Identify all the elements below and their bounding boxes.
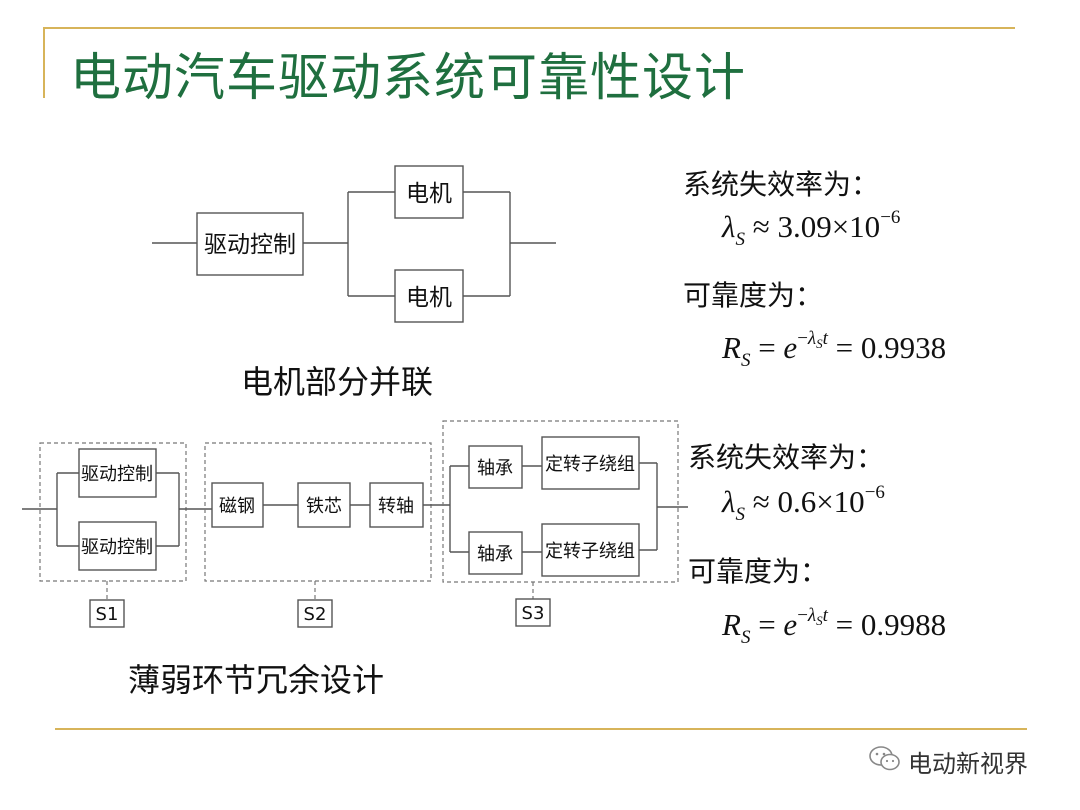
- bearing-2-label: 轴承: [477, 544, 513, 565]
- s3-tag: [515, 598, 551, 627]
- drive-control-box-2: [78, 521, 157, 571]
- iron-core-box: [297, 482, 351, 528]
- shaft-label: 转轴: [378, 496, 414, 517]
- diagram2-caption: 薄弱环节冗余设计: [128, 661, 385, 699]
- parallel-motor-diagram: 驱动控制 电机 电机: [152, 165, 556, 323]
- panel1-failure-rate-formula: λS ≈ 3.09×10−6: [722, 207, 901, 250]
- bearing-box-2: [468, 531, 523, 575]
- s3-label: S3: [522, 603, 545, 624]
- panel2-failure-rate-exp: −6: [864, 482, 885, 503]
- winding-1-label: 定转子绕组: [545, 454, 635, 475]
- panel1-reliability-formula: RS = e−λSt = 0.9938: [722, 328, 947, 371]
- diagram1-caption: 电机部分并联: [241, 363, 434, 401]
- magnet-steel-label: 磁钢: [219, 496, 255, 517]
- s2-dashed-group: [204, 442, 432, 582]
- magnet-steel-box: [211, 482, 264, 528]
- motor-box-bottom: [394, 269, 464, 323]
- s1-label: S1: [96, 604, 119, 625]
- s2-tag: [297, 599, 333, 628]
- iron-core-label: 铁芯: [306, 496, 342, 517]
- panel1-failure-rate-value: 3.09×10: [777, 209, 881, 244]
- bottom-divider: [55, 728, 1027, 730]
- panel1-reliability-label: 可靠度为：: [683, 279, 824, 312]
- s2-label: S2: [304, 604, 327, 625]
- wechat-icon: [868, 745, 902, 779]
- panel2-failure-rate-label: 系统失效率为：: [688, 441, 885, 474]
- winding-2-label: 定转子绕组: [545, 541, 635, 562]
- panel1-failure-rate-label: 系统失效率为：: [683, 168, 880, 201]
- panel1-failure-rate-exp: −6: [880, 207, 901, 228]
- drive-control-label: 驱动控制: [204, 232, 296, 258]
- motor-top-label: 电机: [406, 181, 452, 207]
- panel2-failure-rate-formula: λS ≈ 0.6×10−6: [722, 482, 885, 525]
- panel1-reliability-value: 0.9938: [860, 330, 947, 365]
- watermark-text: 电动新视界: [908, 750, 1028, 778]
- drive-control-2-label: 驱动控制: [81, 537, 153, 558]
- panel2-failure-rate-value: 0.6×10: [777, 484, 865, 519]
- s1-tag: [89, 599, 125, 628]
- drive-control-1-label: 驱动控制: [81, 464, 153, 485]
- winding-box-2: [541, 523, 640, 577]
- s3-dashed-group: [442, 420, 679, 583]
- redundancy-diagram: 驱动控制 驱动控制 磁钢 铁芯 转轴 轴承 轴承 定转子绕组 定转子绕组: [22, 420, 688, 628]
- drive-control-box: [196, 212, 304, 276]
- top-divider: [45, 27, 1015, 29]
- left-accent-bar: [43, 27, 45, 98]
- slide-title: 电动汽车驱动系统可靠性设计: [70, 49, 747, 108]
- motor-box-top: [394, 165, 464, 219]
- panel2-reliability-formula: RS = e−λSt = 0.9988: [722, 605, 947, 648]
- panel2-reliability-value: 0.9988: [860, 607, 947, 642]
- bearing-box-1: [468, 445, 523, 489]
- panel2-reliability-label: 可靠度为：: [688, 555, 829, 588]
- s1-dashed-group: [39, 442, 187, 582]
- bearing-1-label: 轴承: [477, 458, 513, 479]
- motor-bottom-label: 电机: [406, 285, 452, 311]
- winding-box-1: [541, 436, 640, 490]
- watermark: 电动新视界: [868, 744, 1028, 779]
- drive-control-box-1: [78, 448, 157, 498]
